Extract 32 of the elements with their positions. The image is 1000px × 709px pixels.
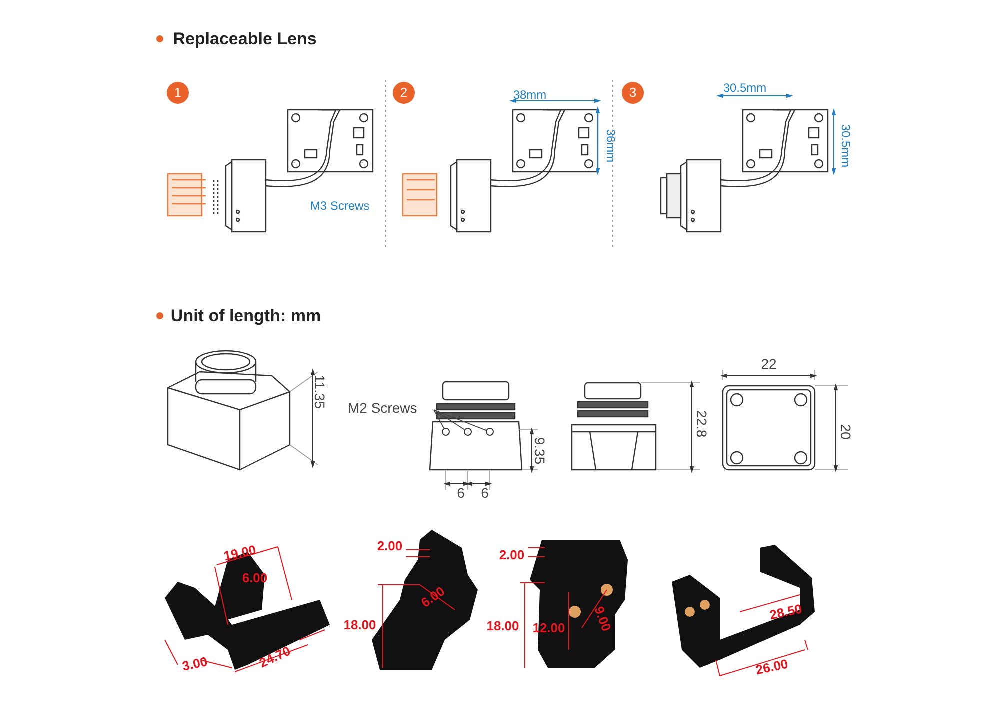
dimension-label: 36mm — [605, 129, 617, 163]
dimension-label: 19.00 — [222, 543, 258, 563]
section-heading: Replaceable Lens — [173, 30, 317, 48]
leader-line — [434, 410, 445, 429]
dimension-label: 6 — [481, 486, 489, 500]
dimension-label: 18.00 — [486, 620, 520, 632]
dimension-label: 6.00 — [418, 584, 448, 610]
dimension-label: 28.50 — [768, 602, 804, 622]
dimension-label: 6 — [457, 486, 465, 500]
dimension-label: 24.70 — [258, 644, 292, 670]
dimension-label: 11.35 — [313, 375, 327, 409]
step-number: 3 — [622, 82, 644, 104]
dimension-label: 9.00 — [592, 604, 614, 634]
leader-line — [434, 410, 466, 430]
dimension-label: 20 — [839, 424, 853, 440]
leader-line — [434, 410, 487, 431]
dimension-label: 18.00 — [344, 618, 376, 632]
dimension-label: 3.00 — [181, 655, 209, 673]
dimension-label: 38mm — [513, 89, 547, 101]
dimension-label: 9.35 — [533, 437, 547, 465]
dimension-label: 2.00 — [377, 540, 403, 552]
dimension-label: M3 Screws — [310, 200, 370, 212]
dimension-label: 26.00 — [754, 657, 790, 677]
callout-label: M2 Screws — [348, 398, 434, 418]
dimension-label: 30.5mm — [840, 124, 852, 168]
dimension-label: 30.5mm — [723, 82, 767, 94]
dimension-label: 22.8 — [695, 410, 709, 438]
section-heading: Unit of length: mm — [170, 308, 322, 324]
step-number: 1 — [167, 82, 189, 104]
step-number: 2 — [393, 82, 415, 104]
dimension-label: 2.00 — [499, 548, 525, 562]
dimension-label: 22 — [761, 357, 777, 371]
